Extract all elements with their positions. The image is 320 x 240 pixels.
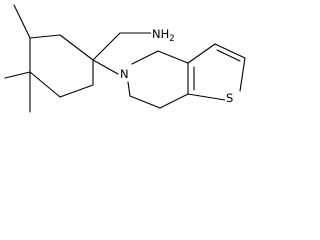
aminomethyl-group [92, 32, 152, 61]
bond-c4-c3a [157, 50, 189, 64]
bond-c3-c2 [214, 43, 246, 59]
methyl-groups [4, 4, 31, 113]
amine-label: NH2 [152, 27, 175, 44]
amine-label-subscript: 2 [169, 34, 174, 44]
bond-c5-c6 [59, 84, 94, 98]
sulfur-label-mask [225, 90, 239, 106]
bond-c4-c5 [29, 71, 61, 98]
molecule-structure-diagram: NH2 N S [4, 4, 246, 113]
bond-s-c7a [187, 93, 226, 101]
bond-c2-c3 [29, 34, 61, 39]
amine-label-main: NH [152, 27, 169, 41]
bond-c3a-c3 [187, 43, 216, 64]
methyl-bond-top [13, 4, 31, 39]
amine-label-mask [151, 26, 177, 41]
bond-c1-n [92, 59, 119, 75]
bond-c3-c2-inner [216, 49, 241, 62]
bond-c1-c2 [59, 34, 94, 61]
bond-c1-ch2 [92, 32, 121, 61]
sulfur-label: S [226, 91, 233, 105]
nitrogen-label-mask [119, 66, 132, 81]
thiophene-ring [187, 43, 246, 101]
tetrahydropyridine-ring [127, 50, 189, 109]
methyl-bond-lower-left [4, 71, 31, 79]
bond-c7-c6 [129, 95, 161, 109]
bond-n-c4 [131, 50, 159, 65]
bond-c6-n [127, 81, 131, 97]
nitrogen-label: N [120, 67, 129, 81]
cyclohexane-ring [29, 34, 94, 98]
bond-c7a-c7 [159, 93, 189, 109]
bond-c2-s [239, 57, 246, 92]
